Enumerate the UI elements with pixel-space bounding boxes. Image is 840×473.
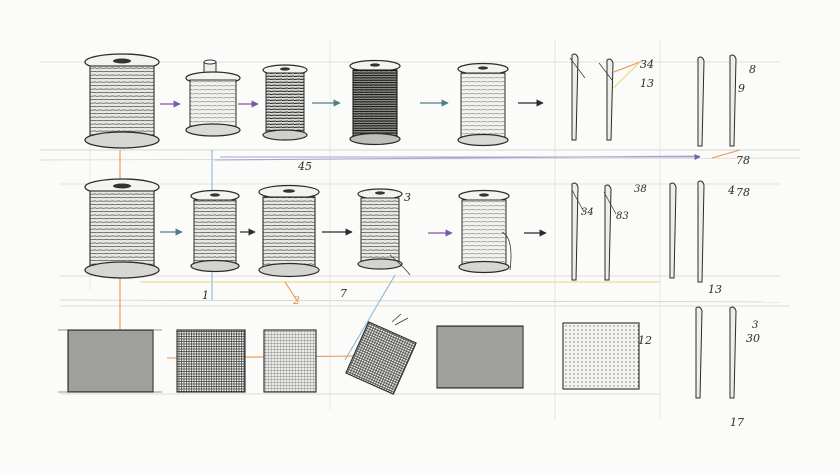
row1-needles bbox=[569, 53, 737, 147]
spool-medium-1 bbox=[262, 64, 308, 141]
row1-spools bbox=[84, 53, 509, 149]
spool-large-1 bbox=[84, 53, 160, 149]
row3-swatches bbox=[58, 313, 640, 395]
row3-swatch-note: 12 bbox=[638, 334, 652, 347]
spool-light-2 bbox=[458, 189, 512, 274]
row2-needle-label-a: 34 bbox=[581, 207, 594, 218]
row2-needles bbox=[571, 180, 705, 283]
spool-dark-1 bbox=[349, 59, 401, 146]
needle-icon bbox=[604, 184, 612, 281]
corner-mark: 17 bbox=[730, 416, 744, 429]
row1-line-label: 45 bbox=[297, 160, 312, 173]
needle-icon bbox=[729, 306, 737, 399]
spool-light-1 bbox=[457, 62, 509, 147]
row2-needle-label-c: 38 bbox=[634, 184, 647, 195]
row1-needle-label-c: 8 bbox=[749, 63, 756, 76]
row2-spools bbox=[84, 178, 512, 279]
spool-narrow-2 bbox=[357, 188, 411, 276]
spool-medium-2 bbox=[258, 184, 320, 278]
needle-icon bbox=[697, 56, 705, 147]
row2-orange-mark: 2 bbox=[292, 294, 300, 307]
row2-needle-label-d: 4 bbox=[727, 184, 735, 197]
needle-icon bbox=[606, 58, 614, 141]
row3-needle-label-a: 3 bbox=[752, 320, 758, 331]
needle-icon bbox=[669, 182, 677, 279]
row2-spool-note: 3 bbox=[404, 191, 411, 204]
spool-small-2 bbox=[190, 189, 240, 273]
row2-right-end-label: 78 bbox=[736, 186, 750, 199]
needle-icon bbox=[729, 54, 737, 147]
row2-mid-mark: 7 bbox=[340, 287, 347, 300]
swatch-3 bbox=[263, 329, 317, 393]
swatch-4-rotated bbox=[345, 313, 417, 395]
row1-needle-label-a: 34 bbox=[640, 58, 654, 71]
row3-needle-label-b: 30 bbox=[746, 332, 760, 345]
swatch-5 bbox=[436, 325, 524, 389]
row2-needle-label-b: 83 bbox=[616, 211, 629, 222]
needle-icon bbox=[571, 53, 579, 141]
needle-icon bbox=[697, 180, 705, 283]
row2-left-mark: 1 bbox=[202, 289, 209, 302]
swatch-2 bbox=[176, 329, 246, 393]
swatch-1 bbox=[58, 329, 162, 393]
row2-below-needles-label: 13 bbox=[708, 283, 722, 296]
swatch-6 bbox=[562, 322, 640, 390]
row1-needle-label-d: 9 bbox=[738, 82, 745, 95]
spool-small-top-1 bbox=[185, 59, 241, 137]
needle-icon bbox=[571, 182, 579, 281]
row1-needle-label-b: 13 bbox=[640, 77, 654, 90]
row2-arrows bbox=[160, 228, 547, 237]
needle-icon bbox=[695, 306, 703, 399]
row1-right-end-label: 78 bbox=[736, 154, 750, 167]
row3-needles bbox=[695, 306, 737, 399]
row1-arrows bbox=[160, 99, 544, 108]
spool-large-2 bbox=[84, 178, 160, 279]
